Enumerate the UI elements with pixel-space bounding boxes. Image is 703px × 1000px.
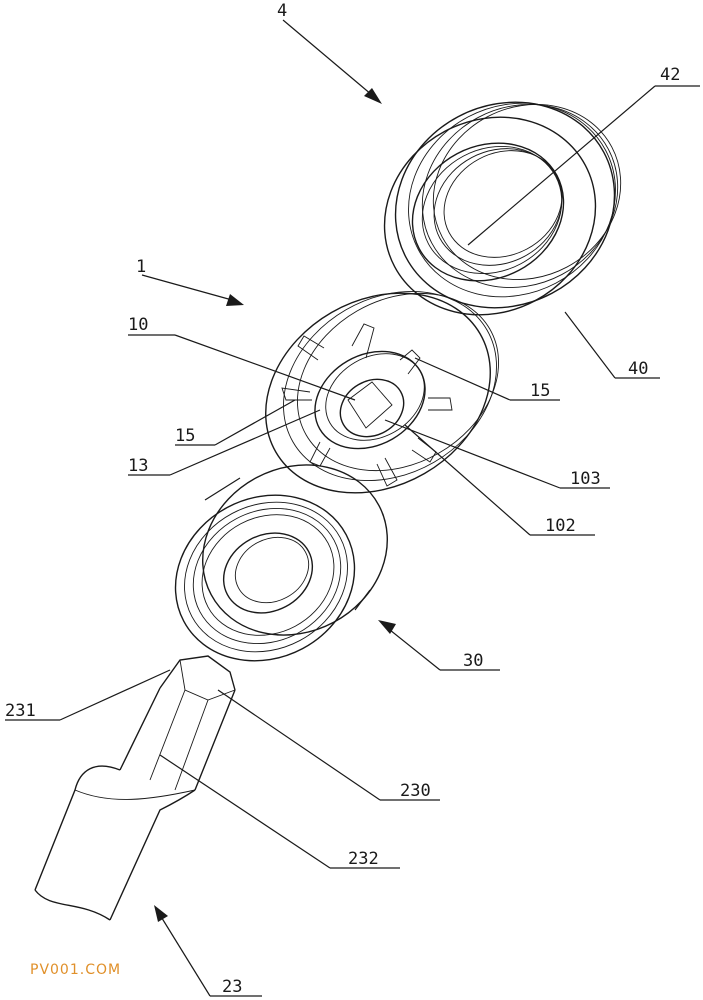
label-10: 10 (128, 315, 148, 335)
reference-numerals: 4 42 1 10 15 15 13 40 103 102 30 231 230… (5, 1, 680, 997)
label-23: 23 (222, 977, 242, 997)
label-230: 230 (400, 781, 431, 801)
label-4: 4 (277, 1, 287, 21)
shaft-part-23 (34, 655, 236, 921)
label-102: 102 (545, 516, 576, 536)
label-42: 42 (660, 65, 680, 85)
label-13: 13 (128, 456, 148, 476)
hub-part-1 (265, 290, 499, 494)
label-103: 103 (570, 469, 601, 489)
watermark-text: PV001.COM (30, 962, 122, 978)
label-40: 40 (628, 359, 648, 379)
leader-lines (5, 19, 700, 997)
label-232: 232 (348, 849, 379, 869)
label-1: 1 (136, 257, 146, 277)
bearing-part-30 (174, 464, 388, 662)
outer-ring-part-4 (383, 101, 622, 316)
label-30: 30 (463, 651, 483, 671)
label-15-left: 15 (175, 426, 195, 446)
label-15-right: 15 (530, 381, 550, 401)
label-231: 231 (5, 701, 36, 721)
